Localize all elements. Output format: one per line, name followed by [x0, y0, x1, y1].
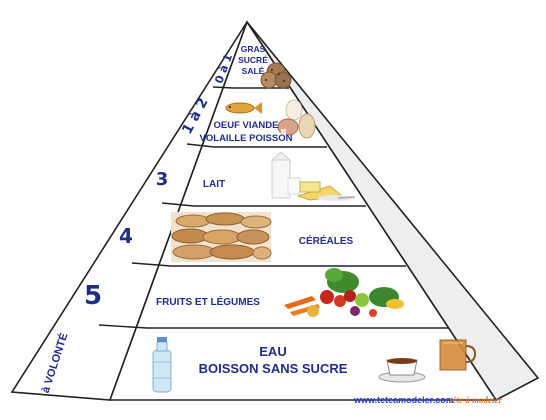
label-level-1-line-2: SUCRÉ: [238, 55, 268, 65]
label-level-5: FRUITS ET LÉGUMES: [156, 295, 260, 308]
label-level-1-line-3: SALÉ: [242, 66, 265, 76]
label-level-1-line-1: GRAS: [241, 44, 266, 54]
portions-level-3: 3: [156, 169, 169, 190]
label-level-6-line-1: EAU: [259, 344, 286, 359]
water-bottle-image: [152, 337, 172, 393]
label-level-2-line-2: VOLAILLE POISSON: [200, 133, 293, 144]
label-level-2-line-1: OEUF VIANDE: [214, 120, 279, 131]
portions-level-4: 4: [119, 224, 133, 248]
tea-cup-image: [378, 358, 426, 383]
bread-loaves-image: [171, 212, 272, 262]
label-level-3: LAIT: [203, 179, 225, 190]
footer-website[interactable]: www.teteamodeler.com: [353, 395, 454, 405]
cookies-image: [260, 62, 292, 89]
dairy-products-image: [270, 151, 356, 201]
fish-egg-chicken-image: [225, 99, 316, 139]
fruits-vegetables-image: [284, 268, 404, 317]
left-face-dividers: [98, 86, 234, 329]
front-face-dividers: [147, 87, 448, 329]
label-level-4: CÉRÉALES: [299, 234, 354, 247]
portions-level-5: 5: [84, 281, 102, 311]
label-level-6-line-2: BOISSON SANS SUCRE: [199, 361, 348, 376]
footer-logo: tête à modeler: [450, 395, 502, 405]
tea-glass-image: [439, 339, 477, 371]
